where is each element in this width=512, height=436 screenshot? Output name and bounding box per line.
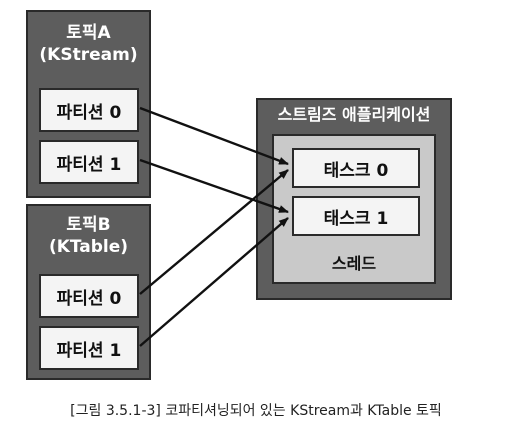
topic-a-partition-1-label: 파티션 1	[56, 154, 122, 175]
topic-a-title-line1: 토픽A	[66, 23, 111, 43]
topic-b-partition-0-label: 파티션 0	[56, 288, 122, 309]
topic-b-title-line1: 토픽B	[66, 215, 111, 235]
topic-b-partition-1: 파티션 1	[39, 326, 139, 370]
figure-caption: [그림 3.5.1-3] 코파티셔닝되어 있는 KStream과 KTable …	[70, 403, 442, 419]
topic-a-partition-0-label: 파티션 0	[56, 102, 122, 123]
topic-b-box: 토픽B (KTable) 파티션 0 파티션 1	[26, 204, 151, 380]
streams-app-box: 스트림즈 애플리케이션 태스크 0 태스크 1 스레드	[256, 98, 452, 300]
topic-a-box: 토픽A (KStream) 파티션 0 파티션 1	[26, 10, 151, 198]
topic-a-partition-1: 파티션 1	[39, 140, 139, 184]
topic-b-partition-0: 파티션 0	[39, 274, 139, 318]
topic-a-title-line2: (KStream)	[39, 45, 138, 65]
task-0: 태스크 0	[292, 148, 420, 188]
topic-b-partition-1-label: 파티션 1	[56, 340, 122, 361]
topic-b-title-line2: (KTable)	[48, 237, 129, 257]
streams-app-title: 스트림즈 애플리케이션	[277, 105, 431, 124]
task-1-label: 태스크 1	[323, 208, 389, 229]
topic-a-partition-0: 파티션 0	[39, 88, 139, 132]
task-0-label: 태스크 0	[323, 160, 389, 181]
thread-box: 태스크 0 태스크 1 스레드	[272, 134, 436, 284]
thread-label: 스레드	[331, 254, 377, 273]
task-1: 태스크 1	[292, 196, 420, 236]
